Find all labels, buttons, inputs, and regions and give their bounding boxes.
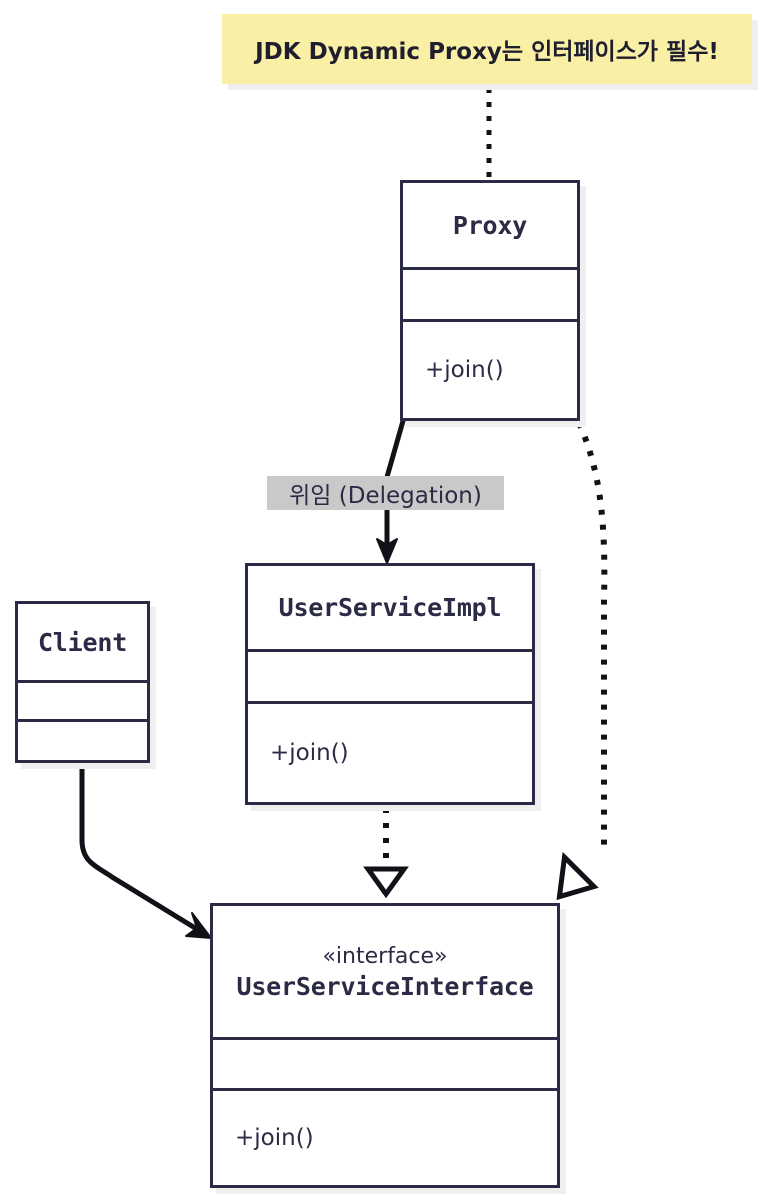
class-title-proxy: Proxy [403, 183, 577, 267]
arrowhead-impl-realization [363, 866, 409, 899]
note-jdk-dynamic-proxy: JDK Dynamic Proxy는 인터페이스가 필수! [222, 14, 752, 84]
class-stereotype-user-service-interface: «interface» [322, 944, 448, 970]
class-attributes-user-service-interface [213, 1037, 557, 1088]
class-box-client[interactable]: Client [15, 601, 150, 763]
arrowhead-delegation [376, 538, 398, 564]
class-attributes-user-service-impl [248, 649, 532, 701]
class-attributes-proxy [403, 267, 577, 319]
edge-proxy-realizes-interface [576, 421, 608, 845]
edge-label-delegation: 위임 (Delegation) [267, 476, 504, 510]
method-user-service-interface-join: +join() [235, 1125, 314, 1151]
class-methods-client [18, 719, 147, 760]
class-title-user-service-impl: UserServiceImpl [248, 566, 532, 649]
class-methods-user-service-impl: +join() [248, 701, 532, 802]
edge-client-to-interface [79, 763, 203, 934]
class-methods-proxy: +join() [403, 319, 577, 418]
class-name-user-service-impl: UserServiceImpl [278, 593, 502, 622]
arrowhead-proxy-realization [556, 851, 599, 901]
arrowhead-client [185, 912, 212, 939]
note-text: JDK Dynamic Proxy는 인터페이스가 필수! [255, 39, 719, 65]
class-attributes-client [18, 680, 147, 719]
edge-proxy-to-impl [384, 418, 406, 480]
class-box-user-service-interface[interactable]: «interface» UserServiceInterface +join() [210, 903, 560, 1188]
method-proxy-join: +join() [425, 357, 504, 383]
class-name-user-service-interface: UserServiceInterface [236, 971, 534, 1001]
class-title-user-service-interface: «interface» UserServiceInterface [213, 906, 557, 1037]
class-name-proxy: Proxy [452, 210, 528, 240]
class-box-proxy[interactable]: Proxy +join() [400, 180, 580, 421]
method-user-service-impl-join: +join() [270, 740, 349, 766]
class-name-client: Client [37, 627, 128, 657]
class-title-client: Client [18, 604, 147, 680]
class-methods-user-service-interface: +join() [213, 1088, 557, 1185]
edge-label-delegation-text: 위임 (Delegation) [289, 483, 482, 509]
class-box-user-service-impl[interactable]: UserServiceImpl +join() [245, 563, 535, 805]
